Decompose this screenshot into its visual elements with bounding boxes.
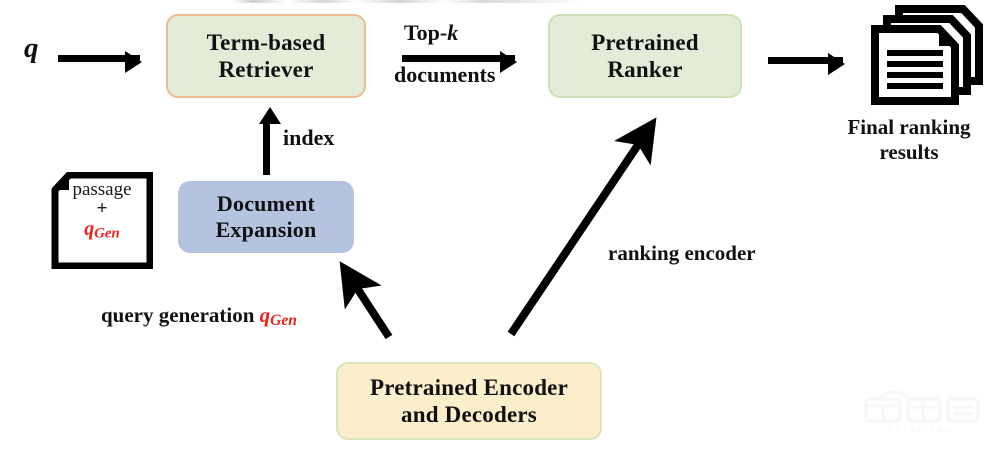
box-pretrained-encoder-and-decoders[interactable]: Pretrained Encoder and Decoders <box>336 362 602 440</box>
box-pretrained-ranker[interactable]: Pretrained Ranker <box>548 14 742 98</box>
label-query-generation-text: query generation <box>101 303 260 327</box>
arrow-query-to-retriever <box>58 51 142 73</box>
box-ranker-line2: Ranker <box>607 57 683 82</box>
label-topk-prefix: Top- <box>404 20 448 45</box>
passage-page-outline <box>51 172 153 269</box>
watermark-logo-icon <box>864 390 980 423</box>
box-document-expansion[interactable]: Document Expansion <box>178 181 354 253</box>
box-docexp-line1: Document <box>216 191 316 217</box>
passage-icon-line1: passage <box>72 179 132 200</box>
label-qgen-q: q <box>259 303 271 327</box>
label-documents: documents <box>394 62 496 87</box>
cropped-text-sliver <box>232 0 582 3</box>
label-topk-k: k <box>447 20 459 45</box>
label-query-generation: query generation qGen <box>101 303 297 330</box>
box-ranker-line1: Pretrained <box>591 29 699 55</box>
label-query-q: q <box>24 32 39 64</box>
box-retriever-line1: Term-based <box>206 29 326 55</box>
box-docexp-line2: Expansion <box>215 217 317 242</box>
watermark: zhidx.com <box>856 386 988 438</box>
passage-icon-text: passage + qGen <box>51 179 153 242</box>
arrow-ranker-to-results <box>768 53 845 75</box>
passage-icon-qgen: qGen <box>51 217 153 242</box>
passage-page-icon: passage + qGen <box>51 172 153 269</box>
box-encdec-line2: and Decoders <box>401 402 537 427</box>
arrow-encoder-to-ranker <box>507 117 657 337</box>
label-index: index <box>283 125 335 150</box>
watermark-url: zhidx.com <box>888 424 956 434</box>
arrow-encoder-to-expansion <box>339 261 393 340</box>
box-term-based-retriever[interactable]: Term-based Retriever <box>166 14 366 98</box>
passage-icon-plus: + <box>96 198 108 220</box>
label-qgen-sub: Gen <box>270 311 297 329</box>
label-topk: Top-k <box>404 20 458 46</box>
passage-icon-qgen-sub: Gen <box>94 225 120 242</box>
box-retriever-line2: Retriever <box>218 57 314 82</box>
label-final-ranking-results: Final ranking results <box>847 115 971 165</box>
label-ranking-encoder: ranking encoder <box>608 241 756 265</box>
documents-stack-icon <box>871 5 983 105</box>
box-encdec-line1: Pretrained Encoder <box>370 374 568 400</box>
arrow-expansion-to-retriever <box>259 107 281 175</box>
label-qgen-symbol-group: qGen <box>259 303 297 329</box>
document-text-lines <box>887 50 943 89</box>
arrow-retriever-to-ranker <box>402 51 517 73</box>
passage-icon-qgen-q: q <box>84 217 95 240</box>
